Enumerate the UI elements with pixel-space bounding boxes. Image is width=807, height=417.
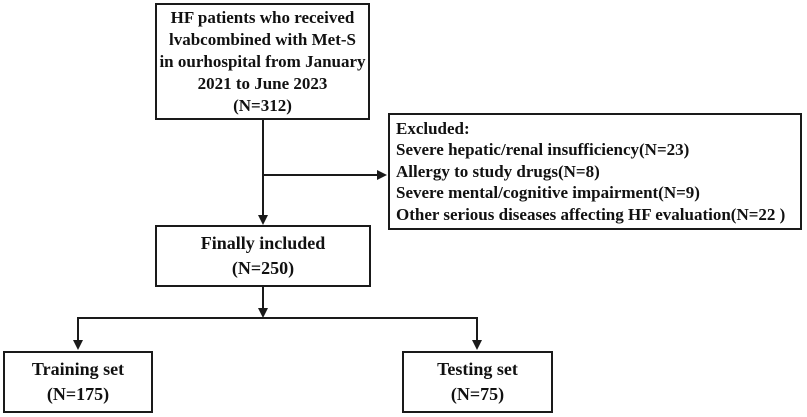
arrowhead-into-included-icon (258, 215, 268, 225)
included-text-line: Finally included (200, 233, 326, 253)
arrowhead-into-training-icon (73, 340, 83, 350)
excluded-reason: Allergy to study drugs(N=8) (396, 161, 600, 181)
connector-split-to-testing (476, 317, 478, 341)
training-text-line: Training set (31, 359, 125, 379)
enrollment-count: (N=312) (233, 95, 292, 115)
testing-count: (N=75) (450, 384, 505, 404)
training-set-box: Training set (N=175) (3, 351, 153, 413)
testing-set-box: Testing set (N=75) (402, 351, 553, 413)
finally-included-box: Finally included (N=250) (155, 225, 371, 287)
excluded-box: Excluded: Severe hepatic/renal insuffici… (388, 113, 802, 230)
enrollment-text-line: 2021 to June 2023 (197, 73, 328, 93)
arrowhead-into-excluded-icon (377, 170, 387, 180)
excluded-heading: Excluded: (396, 118, 470, 138)
arrowhead-into-testing-icon (472, 340, 482, 350)
excluded-reason: Severe hepatic/renal insufficiency(N=23) (396, 140, 690, 160)
excluded-reason: Other serious diseases affecting HF eval… (396, 204, 786, 224)
enrollment-text-line: HF patients who received (170, 7, 355, 27)
connector-enrollment-to-included (262, 120, 264, 216)
testing-text-line: Testing set (437, 359, 518, 379)
enrollment-box: HF patients who received lvabcombined wi… (155, 3, 370, 120)
enrollment-text-line: in ourhospital from January (159, 51, 366, 71)
connector-included-to-split (262, 287, 264, 309)
arrowhead-at-split-junction-icon (258, 308, 268, 318)
connector-split-to-training (77, 317, 79, 341)
connector-split-horizontal (77, 317, 478, 319)
included-count: (N=250) (231, 258, 295, 278)
excluded-reason: Severe mental/cognitive impairment(N=9) (396, 183, 700, 203)
connector-branch-to-excluded (262, 174, 378, 176)
enrollment-text-line: lvabcombined with Met-S (169, 29, 356, 49)
training-count: (N=175) (46, 384, 110, 404)
